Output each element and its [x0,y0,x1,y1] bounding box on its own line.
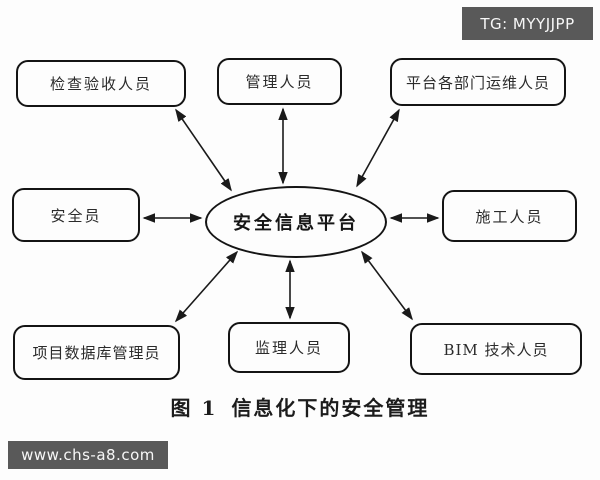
node-label: 安全信息平台 [233,213,359,234]
figure-caption: 图 1 信息化下的安全管理 [0,392,600,421]
tg-watermark-badge: TG: MYYJJPP [462,7,593,40]
node-safety-information-platform: 安全信息平台 [205,186,387,258]
node-supervision-personnel: 监理人员 [228,322,350,373]
arrow-center-db-admin [174,250,239,323]
figure-title: 信息化下的安全管理 [231,396,430,420]
node-project-database-admin: 项目数据库管理员 [13,325,180,380]
arrow-inspection-center [175,108,232,192]
node-label: 安全员 [50,206,102,225]
arrow-center-bim [361,250,413,321]
figure-number: 图 1 [170,396,218,420]
node-label: 监理人员 [254,339,323,357]
node-label: 检查验收人员 [49,75,152,93]
node-label: 管理人员 [245,73,314,91]
node-label: 施工人员 [475,207,544,226]
node-safety-officer: 安全员 [12,188,140,242]
node-label: 平台各部门运维人员 [405,73,550,92]
node-platform-ops-personnel: 平台各部门运维人员 [390,58,566,106]
node-bim-technical-personnel: BIM 技术人员 [410,323,582,375]
node-inspection-acceptance-personnel: 检查验收人员 [16,60,186,107]
connector-arrows [142,107,440,323]
arrow-platform-ops-center [356,108,400,188]
node-management-personnel: 管理人员 [217,58,342,105]
node-label: 项目数据库管理员 [32,344,161,362]
node-construction-personnel: 施工人员 [442,190,577,242]
site-watermark-badge: www.chs-a8.com [8,441,168,469]
node-label: BIM 技术人员 [443,340,549,359]
